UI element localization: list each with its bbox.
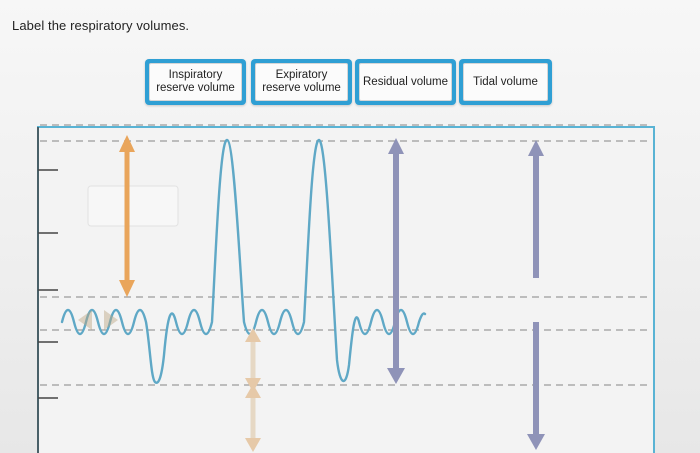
ghost-arrow <box>78 310 118 330</box>
axis-ticks <box>37 127 58 453</box>
label-text-tidal-volume: Tidal volume <box>463 63 548 101</box>
purple-volume-arrow-center <box>387 138 405 384</box>
label-text-residual-volume: Residual volume <box>359 63 452 101</box>
orange-volume-arrow <box>119 135 135 297</box>
beige-volume-arrow <box>245 328 261 452</box>
purple-volume-arrow-right <box>527 140 545 450</box>
label-card-residual-volume[interactable]: Residual volume <box>355 59 456 105</box>
guide-lines <box>40 124 650 386</box>
drop-target-empty <box>87 185 179 227</box>
diagram-frame <box>37 126 655 453</box>
question-prompt: Label the respiratory volumes. <box>12 18 190 33</box>
respiratory-wave <box>60 138 427 384</box>
label-card-tidal-volume[interactable]: Tidal volume <box>459 59 552 105</box>
